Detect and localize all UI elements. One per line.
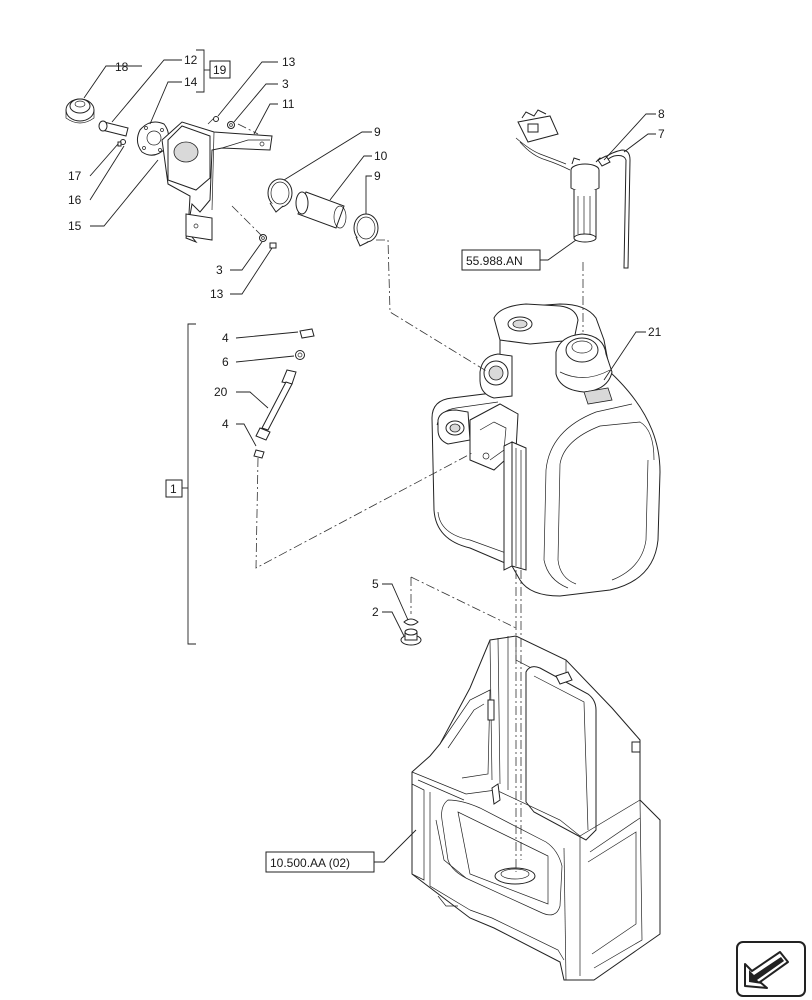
level-sender-assembly	[515, 109, 631, 269]
callout-20: 20	[214, 385, 228, 399]
callout-19: 19	[213, 63, 227, 77]
leader-lines	[83, 49, 656, 863]
callout-9-top: 9	[374, 125, 381, 139]
screw-13-top	[213, 116, 219, 122]
filler-neck-tube	[98, 120, 129, 137]
callout-10: 10	[374, 149, 388, 163]
filler-cap	[65, 98, 95, 124]
callout-15: 15	[68, 219, 82, 233]
callout-13-top: 13	[282, 55, 296, 69]
callout-5: 5	[372, 577, 379, 591]
reference-boxes: 55.988.AN 10.500.AA (02)	[265, 249, 541, 873]
callout-4-bottom: 4	[222, 417, 229, 431]
hose-clamp-right	[353, 213, 379, 247]
washer-3-bottom	[259, 234, 267, 242]
arrow-icon[interactable]	[736, 941, 806, 997]
screw-13-bottom	[269, 242, 277, 249]
fuel-tank	[431, 303, 661, 597]
callout-2: 2	[372, 605, 379, 619]
ref-frame: 10.500.AA (02)	[270, 856, 350, 870]
vent-tube-assembly	[253, 328, 315, 459]
callout-12: 12	[184, 53, 198, 67]
callout-17: 17	[68, 169, 82, 183]
callout-labels: 18 12 14 17 16 15 19 13 3 11 9 10 9 3 13…	[68, 53, 665, 619]
callout-8: 8	[658, 107, 665, 121]
ref-frame-box	[265, 851, 375, 873]
callout-6: 6	[222, 355, 229, 369]
callout-1: 1	[170, 482, 177, 496]
washer-17	[117, 141, 122, 147]
callout-7: 7	[658, 127, 665, 141]
callout-16: 16	[68, 193, 82, 207]
callout-1-box	[165, 479, 183, 498]
mounting-bracket	[161, 121, 273, 244]
assembly-centerlines	[207, 117, 584, 872]
callout-9-right: 9	[374, 169, 381, 183]
ref-sender-box	[461, 249, 541, 271]
filler-cap-assembly	[65, 98, 379, 249]
callout-11: 11	[282, 97, 295, 111]
ref-sender: 55.988.AN	[466, 254, 523, 268]
washer-3-top	[227, 121, 235, 129]
callout-3-bottom: 3	[216, 263, 223, 277]
callout-21: 21	[648, 325, 662, 339]
callout-14: 14	[184, 75, 198, 89]
callout-4-top: 4	[222, 331, 229, 345]
callout-3-top: 3	[282, 77, 289, 91]
support-frame	[411, 635, 661, 981]
drain-plug-assembly	[400, 618, 422, 646]
callout-19-box	[209, 60, 231, 79]
hose-clamp-left	[267, 178, 293, 213]
filler-hose	[295, 191, 347, 229]
callout-13-bottom: 13	[210, 287, 224, 301]
callout-18: 18	[115, 60, 129, 74]
